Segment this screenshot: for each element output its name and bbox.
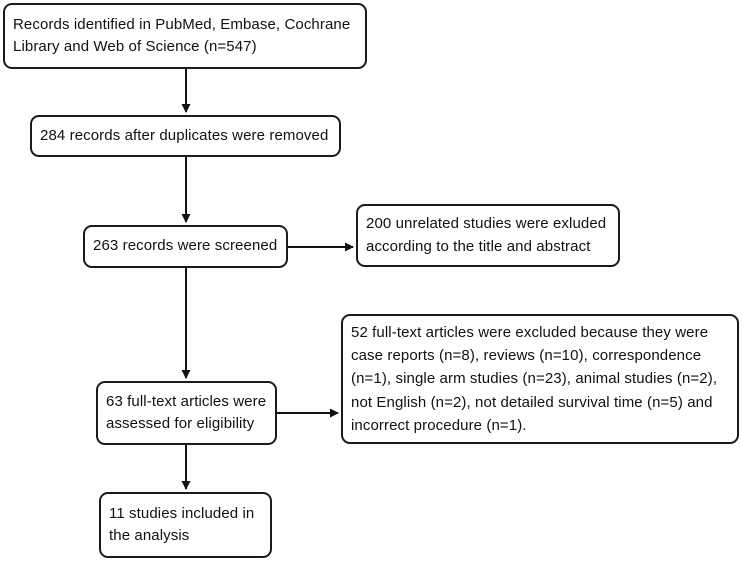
flow-box-records-screened-label: 263 records were screened <box>93 237 278 255</box>
flow-box-studies-included-label: 11 studies included in the analysis <box>109 504 255 545</box>
flow-box-records-identified: Records identified in PubMed, Embase, Co… <box>3 3 367 69</box>
flow-box-studies-included: 11 studies included in the analysis <box>99 492 272 558</box>
flow-box-fulltext-excluded: 52 full-text articles were excluded beca… <box>341 314 739 444</box>
flow-box-excluded-title-abstract-label: 200 unrelated studies were exluded accor… <box>366 215 607 255</box>
flow-box-excluded-title-abstract: 200 unrelated studies were exluded accor… <box>356 204 620 267</box>
flow-box-records-identified-label: Records identified in PubMed, Embase, Co… <box>13 15 351 56</box>
flow-box-fulltext-assessed: 63 full-text articles were assessed for … <box>96 381 277 445</box>
flow-box-fulltext-excluded-label: 52 full-text articles were excluded beca… <box>351 323 718 434</box>
flow-box-records-screened: 263 records were screened <box>83 225 288 268</box>
flow-box-fulltext-assessed-label: 63 full-text articles were assessed for … <box>106 392 267 433</box>
flow-box-duplicates-removed: 284 records after duplicates were remove… <box>30 115 341 157</box>
flow-box-duplicates-removed-label: 284 records after duplicates were remove… <box>40 126 329 144</box>
